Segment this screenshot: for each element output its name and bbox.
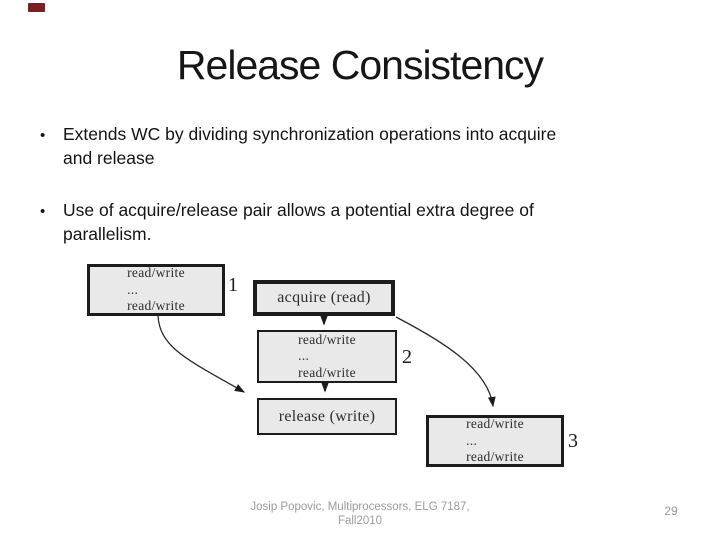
bullet-item: • Use of acquire/release pair allows a p… [40, 199, 660, 246]
bullet-item: • Extends WC by dividing synchronization… [40, 123, 660, 170]
bullet-list: • Extends WC by dividing synchronization… [40, 123, 660, 246]
process2-label: 2 [402, 346, 412, 368]
box-text-line: read/write [466, 449, 524, 465]
bullet-line: Use of acquire/release pair allows a pot… [63, 200, 534, 220]
acquire-box: acquire (read) [253, 280, 395, 316]
box-text-line: ... [298, 348, 310, 364]
box-text-line: read/write [466, 416, 524, 432]
university-logo [28, 3, 45, 12]
page-number: 29 [664, 504, 678, 518]
footer: Josip Popovic, Multiprocessors, ELG 7187… [210, 500, 510, 528]
process3-label: 3 [568, 430, 578, 452]
bullet-line: and release [63, 147, 155, 168]
box-text-line: read/write [298, 331, 356, 347]
process3-box: read/write ... read/write [426, 415, 564, 467]
box-text-line: acquire (read) [277, 289, 371, 306]
process1-box: read/write ... read/write [87, 264, 225, 316]
bullet-marker-icon: • [40, 127, 46, 144]
bullet-line: Extends WC by dividing synchronization o… [63, 124, 557, 144]
process2-box: read/write ... read/write [257, 330, 397, 383]
slide-title: Release Consistency [176, 42, 544, 88]
arrow-p1-to-release-curve [157, 315, 246, 393]
bullet-marker-icon: • [40, 203, 46, 220]
footer-text-line2: Fall2010 [337, 515, 383, 527]
bullet-line: parallelism. [63, 223, 152, 244]
box-text-line: ... [127, 281, 139, 297]
process1-label: 1 [228, 274, 238, 296]
release-box: release (write) [257, 398, 397, 435]
box-text-line: ... [466, 432, 478, 448]
consistency-diagram: read/write ... read/write 1 acquire (rea… [80, 260, 600, 478]
box-text-line: read/write [127, 265, 185, 281]
box-text-line: read/write [127, 298, 185, 314]
diagram-arrows [157, 312, 496, 408]
box-text-line: release (write) [278, 407, 376, 425]
box-text-line: read/write [298, 364, 356, 380]
arrow-acquire-to-p3-curve [395, 316, 496, 408]
footer-text-line1: Josip Popovic, Multiprocessors, ELG 7187… [250, 501, 470, 513]
